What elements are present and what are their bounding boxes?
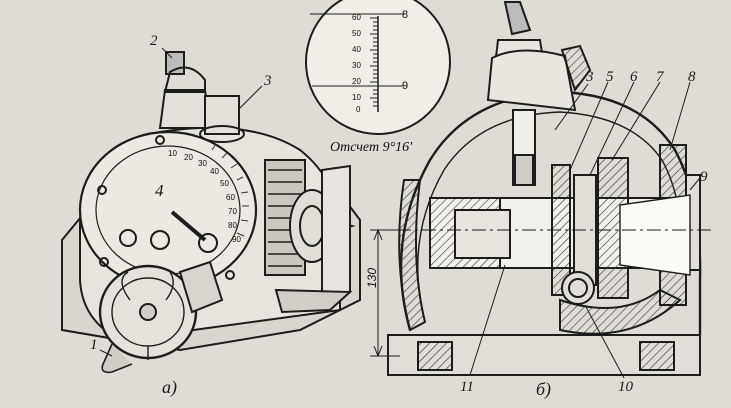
label-1: 1 xyxy=(90,337,98,353)
label-8: 8 xyxy=(688,69,696,85)
dial-num-70: 70 xyxy=(228,207,237,216)
label-10: 10 xyxy=(618,379,633,395)
scale-tick-40: 40 xyxy=(352,45,361,54)
dial-num-90: 90 xyxy=(232,235,241,244)
dimension-130: 130 xyxy=(365,267,379,288)
dial-num-40: 40 xyxy=(210,167,219,176)
scale-tick-10: 10 xyxy=(352,93,361,102)
dial-num-50: 50 xyxy=(220,179,229,188)
label-2: 2 xyxy=(150,33,158,49)
label-4: 4 xyxy=(155,181,164,200)
label-5: 5 xyxy=(606,69,614,85)
right-view xyxy=(370,1,715,379)
label-11: 11 xyxy=(460,379,474,395)
scale-label-9: 9 xyxy=(402,80,409,92)
dial-num-30: 30 xyxy=(198,159,207,168)
dial-num-80: 80 xyxy=(228,221,237,230)
dial-num-20: 20 xyxy=(184,153,193,162)
label-7: 7 xyxy=(656,69,664,85)
scale-label-8: 8 xyxy=(402,9,409,21)
dial-num-10: 10 xyxy=(168,149,177,158)
left-leaders xyxy=(99,47,263,357)
scale-tick-60: 60 xyxy=(352,13,361,22)
scale-tick-0: 0 xyxy=(356,105,361,114)
scale-tick-20: 20 xyxy=(352,77,361,86)
label-9: 9 xyxy=(700,169,708,185)
label-3-right: 3 xyxy=(586,69,594,85)
scale-inset xyxy=(305,0,451,135)
scale-tick-50: 50 xyxy=(352,29,361,38)
caption-a: а) xyxy=(162,377,177,397)
label-3-left: 3 xyxy=(264,73,272,89)
dial-num-60: 60 xyxy=(226,193,235,202)
label-6: 6 xyxy=(630,69,638,85)
left-view xyxy=(61,51,361,374)
reading-text: Отсчет 9°16' xyxy=(330,140,413,155)
scale-tick-30: 30 xyxy=(352,61,361,70)
caption-b: б) xyxy=(536,379,552,399)
